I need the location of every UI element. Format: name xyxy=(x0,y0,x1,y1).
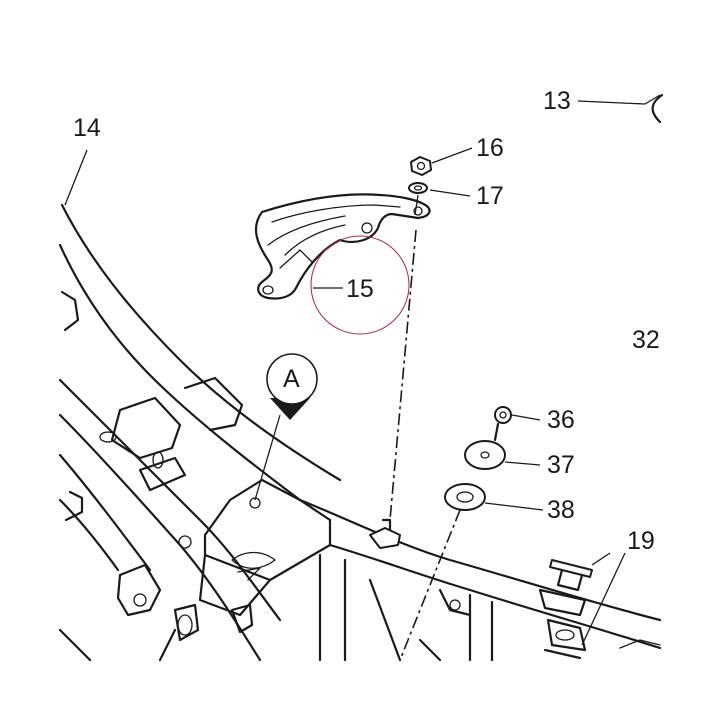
part-38-grommet xyxy=(444,483,486,511)
callout-leaders xyxy=(64,94,661,646)
frame-stud xyxy=(369,518,401,549)
part-37-washer xyxy=(464,440,506,470)
assembly-lines xyxy=(254,194,461,661)
frame-left-tubes xyxy=(58,203,342,662)
part-17-washer xyxy=(408,182,428,194)
frame-right-rail xyxy=(298,498,662,662)
callout-15: 15 xyxy=(346,275,374,303)
part-15-bracket xyxy=(254,193,431,300)
callout-16: 16 xyxy=(476,134,504,162)
callout-32: 32 xyxy=(632,328,660,353)
callout-37: 37 xyxy=(547,451,575,479)
view-marker-label: A xyxy=(283,365,300,393)
part-19-clip xyxy=(549,559,593,592)
frame-bracket-upper xyxy=(60,290,244,492)
callout-38: 38 xyxy=(547,496,575,524)
frame-crossmember xyxy=(64,478,332,642)
part-36-bolt xyxy=(493,406,512,442)
view-marker-a xyxy=(266,353,318,420)
callout-14: 14 xyxy=(73,114,101,142)
callout-13: 13 xyxy=(543,87,571,115)
callout-17: 17 xyxy=(476,182,504,210)
part-16-nut xyxy=(410,156,432,176)
highlight-circle xyxy=(310,235,410,335)
callout-19: 19 xyxy=(627,527,655,555)
callout-36: 36 xyxy=(547,406,575,434)
part-13-edge xyxy=(651,93,664,124)
